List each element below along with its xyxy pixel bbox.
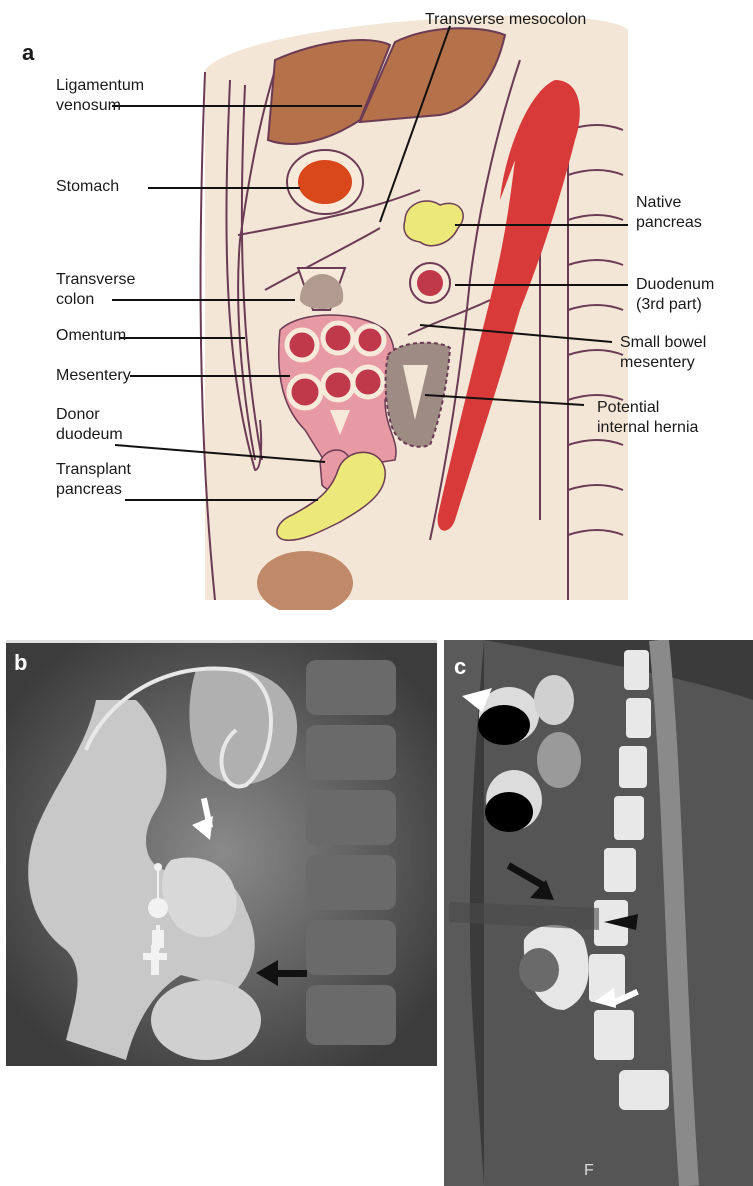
stomach-inner — [298, 160, 352, 204]
label-stomach: Stomach — [56, 177, 119, 197]
label-omentum: Omentum — [56, 326, 126, 346]
panel-label-c: c — [454, 654, 466, 680]
xray-panel-b: b — [6, 640, 437, 1066]
label-duodenum-3rd-part: Duodenum(3rd part) — [636, 275, 714, 315]
orientation-mark: F — [584, 1162, 594, 1180]
panel-label-b: b — [14, 650, 27, 676]
ct-panel-c: c F — [444, 640, 753, 1186]
label-transverse-mesocolon: Transverse mesocolon — [425, 10, 586, 30]
label-mesentery: Mesentery — [56, 366, 131, 386]
